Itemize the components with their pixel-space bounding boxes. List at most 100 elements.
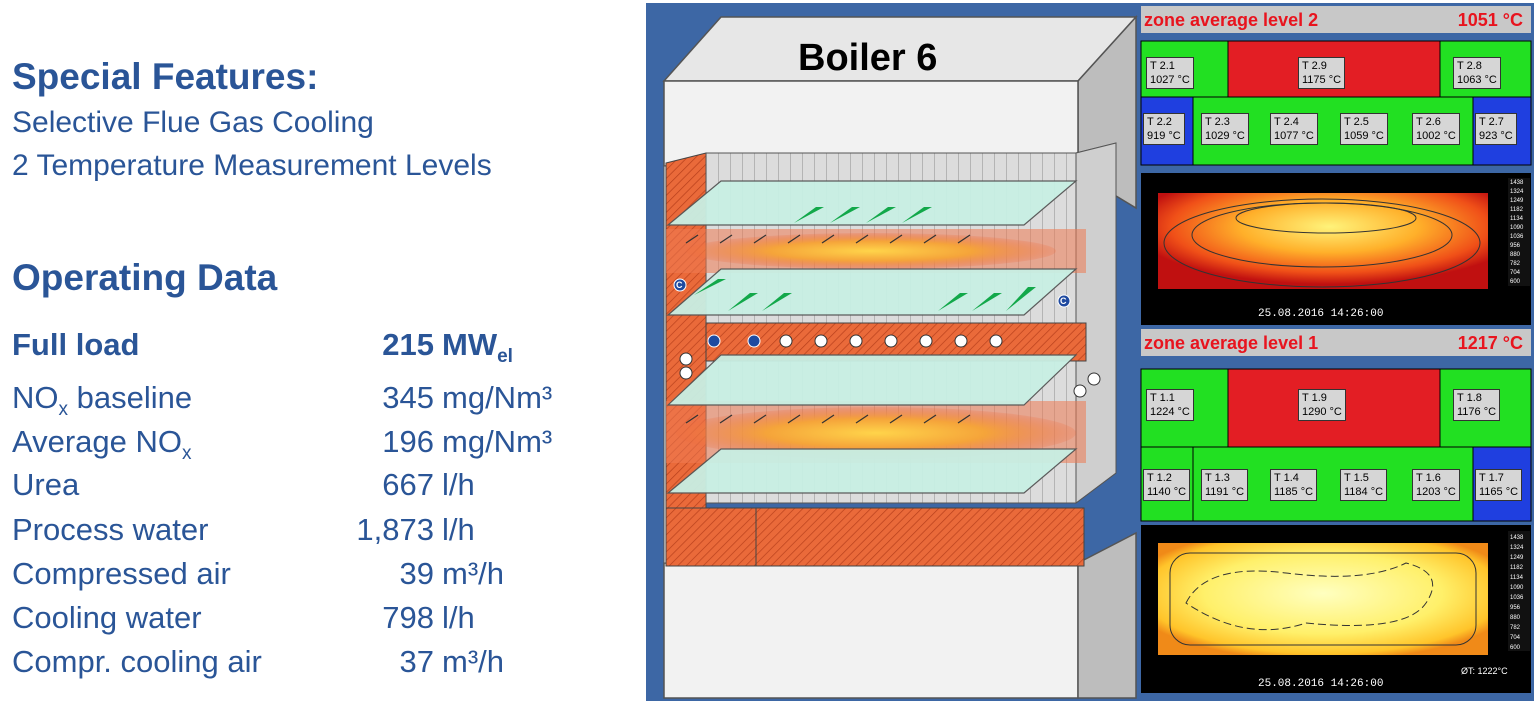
row-unit: m³/h — [442, 556, 504, 591]
row-label: Compr. cooling air — [12, 644, 262, 679]
zone1-header: zone average level 1 1217 °C — [1141, 329, 1531, 356]
scale-tick-label: 880 — [1510, 252, 1521, 258]
row-value: 345 — [382, 380, 434, 415]
row-unit: mg/Nm³ — [442, 380, 553, 415]
special-features-title: Special Features: — [12, 56, 319, 97]
zone2-label: zone average level 2 — [1144, 10, 1319, 30]
boiler-front-top — [663, 80, 1079, 167]
lances-level2 — [685, 234, 971, 244]
scale-tick-label: 1134 — [1510, 575, 1523, 581]
c-marker — [1073, 384, 1087, 398]
boiler-side-bottom — [1077, 531, 1137, 699]
data-row: Process water 1,873 l/h — [12, 512, 612, 552]
c-marker — [747, 334, 761, 348]
scale-tick-label: 600 — [1510, 279, 1521, 285]
scale-tick-label: 1324 — [1510, 189, 1524, 195]
scale-tick-label: 956 — [1510, 605, 1521, 611]
measurement-plane-1a — [666, 354, 1078, 406]
data-row: Cooling water 798 l/h — [12, 600, 612, 640]
thermal-map-1 — [1158, 543, 1488, 655]
c-marker — [679, 366, 693, 380]
row-label: Process water — [12, 512, 209, 547]
scale-tick-label: 1134 — [1510, 216, 1523, 222]
zone2-header: zone average level 2 1051 °C — [1141, 6, 1531, 33]
scale-tick-label: 600 — [1510, 645, 1521, 651]
timestamp-2: 25.08.2016 14:26:00 — [1258, 308, 1384, 320]
scale-tick-label: 782 — [1510, 261, 1521, 267]
row-value: 798 — [382, 600, 434, 635]
data-row: Urea 667 l/h — [12, 467, 612, 507]
measurement-plane-1b — [666, 448, 1078, 494]
operating-data-title: Operating Data — [12, 257, 278, 298]
c-marker — [919, 334, 933, 348]
data-row: NOx baseline 345 mg/Nm³ — [12, 380, 612, 420]
nozzle-wedge — [728, 293, 758, 311]
row-value: 667 — [382, 467, 434, 502]
nozzle-wedge — [902, 207, 932, 223]
row-label: Compressed air — [12, 556, 231, 591]
c-marker — [814, 334, 828, 348]
nozzle-wedge — [1006, 287, 1036, 311]
scale-tick-label: 704 — [1510, 635, 1521, 641]
c-markers — [673, 278, 1101, 398]
nozzle-wedge — [866, 207, 896, 223]
flame-level1 — [676, 407, 1076, 459]
zone1-label: zone average level 1 — [1144, 333, 1319, 353]
row-unit: l/h — [442, 467, 475, 502]
row-value: 39 — [399, 556, 434, 591]
c-marker — [679, 352, 693, 366]
thermal-map-2 — [1158, 193, 1488, 289]
boiler-diagram: Boiler 6 C C zone average level 2 1051 °… — [646, 3, 1534, 701]
color-scale-2 — [1508, 178, 1530, 286]
data-row: Compressed air 39 m³/h — [12, 556, 612, 596]
feature-item: 2 Temperature Measurement Levels — [12, 149, 492, 182]
feature-item: Selective Flue Gas Cooling — [12, 106, 374, 139]
c-marker — [673, 278, 687, 292]
wall-bottom-band — [665, 507, 1085, 567]
c-marker — [884, 334, 898, 348]
zone1-value: 1217 °C — [1457, 333, 1523, 353]
data-row: Full load 215 MWel — [12, 327, 612, 367]
row-label: NOx baseline — [12, 380, 193, 421]
c-marker — [779, 334, 793, 348]
nozzle-wedge — [938, 293, 968, 311]
c-marker — [1057, 294, 1071, 308]
nozzle-wedge — [830, 207, 860, 223]
row-value: 215 — [382, 327, 434, 362]
nozzle-wedge — [762, 293, 792, 311]
flame-level2 — [686, 233, 1056, 269]
boiler-title: Boiler 6 — [798, 37, 938, 79]
isotherm — [1191, 202, 1453, 268]
scale-tick-label: 704 — [1510, 270, 1521, 276]
nozzle-wedge — [794, 207, 824, 223]
c-marker-label: C — [1060, 296, 1067, 306]
boiler-front-bottom — [663, 562, 1079, 699]
c-marker — [849, 334, 863, 348]
row-label: Average NOx — [12, 424, 192, 465]
row-label: Urea — [12, 467, 80, 502]
scale-tick-label: 1182 — [1510, 565, 1523, 571]
measurement-plane-2a — [666, 180, 1078, 226]
scale-tick-label: 880 — [1510, 615, 1521, 621]
row-label: Full load — [12, 327, 140, 362]
operating-data-panel: Special Features: Selective Flue Gas Coo… — [0, 0, 640, 707]
scale-tick-label: 1324 — [1510, 545, 1524, 551]
c-marker-label: C — [676, 280, 683, 290]
measurement-plane-2b — [666, 268, 1078, 316]
scale-tick-label: 1438 — [1510, 180, 1524, 186]
row-unit: l/h — [442, 600, 475, 635]
nozzle-wedge — [694, 279, 726, 295]
row-unit: mg/Nm³ — [442, 424, 553, 459]
